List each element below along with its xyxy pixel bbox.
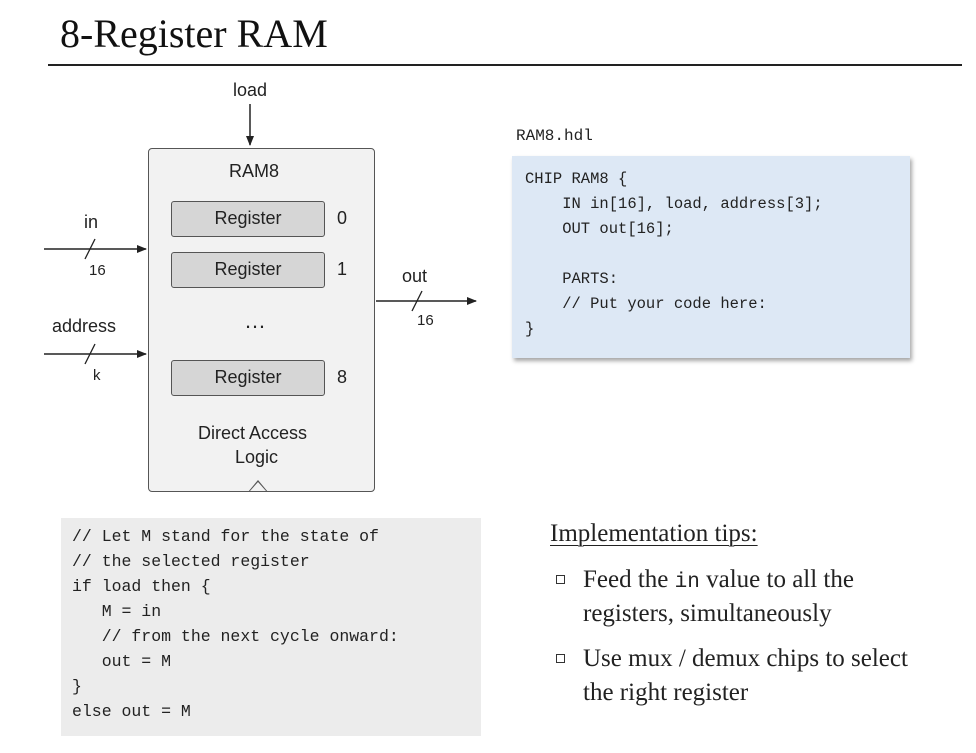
address-label: address — [52, 316, 117, 336]
in-width-label: 16 — [89, 262, 106, 279]
pseudocode-line: } — [72, 677, 82, 696]
hdl-line: // Put your code here: — [525, 295, 767, 313]
in-label: in — [84, 212, 99, 232]
hdl-line: IN in[16], load, address[3]; — [525, 195, 823, 213]
in-bus-slash — [84, 238, 96, 260]
register-ellipsis: … — [244, 308, 266, 333]
register-1-index: 1 — [337, 259, 348, 279]
hdl-line: CHIP RAM8 { — [525, 170, 628, 188]
register-8: Register — [171, 360, 325, 396]
tip-text: registers, simultaneously — [583, 600, 832, 627]
hdl-filename: RAM8.hdl — [516, 127, 593, 145]
register-0: Register — [171, 201, 325, 237]
address-bus-slash — [84, 343, 96, 365]
chip-name: RAM8 — [229, 161, 280, 181]
logic-label-line1: Direct Access — [198, 423, 308, 443]
address-width-label: k — [93, 367, 101, 384]
tip-item: Use mux / demux chips to select the righ… — [556, 642, 976, 714]
pseudocode-line: out = M — [72, 652, 172, 671]
title-divider — [48, 64, 962, 66]
pseudocode-line: // the selected register — [72, 552, 310, 571]
bullet-icon — [556, 575, 565, 584]
pseudocode-line: if load then { — [72, 577, 211, 596]
slide-title: 8-Register RAM — [60, 11, 328, 56]
pseudocode-line: // Let M stand for the state of — [72, 527, 379, 546]
tip-text: Feed the in value to all the — [583, 566, 854, 594]
logic-label-line2: Logic — [235, 447, 279, 467]
pseudocode-line: else out = M — [72, 702, 191, 721]
tip-item: Feed the in value to all the registers, … — [556, 563, 976, 635]
pseudocode-box: // Let M stand for the state of // the s… — [61, 518, 481, 736]
bullet-icon — [556, 654, 565, 663]
tip-text: the right register — [583, 679, 749, 706]
hdl-line: PARTS: — [525, 270, 619, 288]
hdl-line: OUT out[16]; — [525, 220, 674, 238]
tips-title: Implementation tips: — [550, 520, 758, 547]
out-width-label: 16 — [417, 312, 434, 329]
pseudocode-line: M = in — [72, 602, 162, 621]
clock-triangle-icon — [248, 480, 268, 492]
register-1: Register — [171, 252, 325, 288]
hdl-code-box: CHIP RAM8 { IN in[16], load, address[3];… — [512, 156, 910, 358]
hdl-line: } — [525, 320, 535, 338]
inline-code: in — [674, 571, 700, 594]
out-bus-slash — [411, 290, 423, 312]
tip-text: Use mux / demux chips to select — [583, 645, 908, 672]
load-label: load — [233, 80, 268, 100]
register-0-index: 0 — [337, 208, 348, 228]
pseudocode-line: // from the next cycle onward: — [72, 627, 399, 646]
register-8-index: 8 — [337, 367, 348, 387]
out-label: out — [402, 266, 428, 286]
